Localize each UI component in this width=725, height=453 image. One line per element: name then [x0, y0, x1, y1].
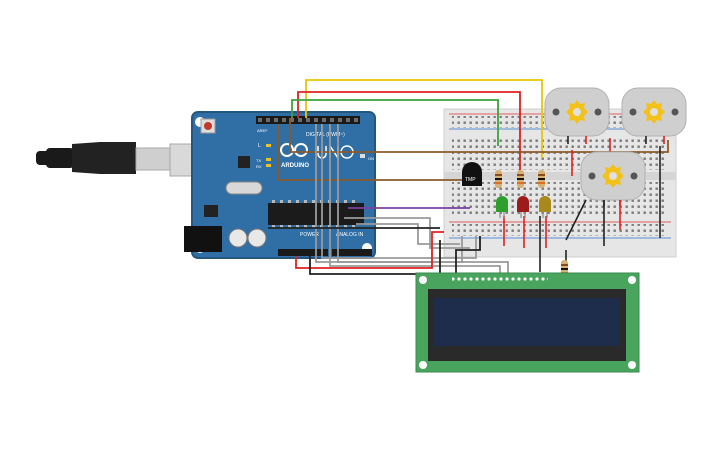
- wire-gray-2: [321, 124, 477, 259]
- wire-red-bottom: [295, 231, 444, 269]
- tx-label: TX: [256, 158, 261, 163]
- analog-label: ANALOG IN: [336, 232, 364, 238]
- wire-green: [291, 99, 499, 146]
- aref-label: AREF: [257, 128, 268, 133]
- dc-motor: [621, 87, 687, 144]
- wire-red-top: [297, 91, 521, 172]
- green-led: [496, 196, 508, 218]
- wire-black-lcd: [455, 236, 481, 274]
- dc-motor: [544, 87, 610, 144]
- power-label: POWER: [300, 232, 319, 238]
- wire-gray-5: [344, 217, 470, 249]
- lcd-pins: [452, 275, 548, 281]
- wire-yellow: [305, 79, 543, 158]
- wire-gray-4: [337, 124, 509, 274]
- resistor: [538, 170, 545, 188]
- wire-gray-6: [356, 223, 460, 245]
- red-led: [517, 196, 529, 218]
- wires: [268, 79, 669, 275]
- arduino-logo-text: ARDUINO: [281, 163, 309, 169]
- digital-label: DIGITAL (PWM~): [306, 132, 345, 138]
- temperature-sensor-label: TMP: [465, 177, 476, 183]
- wire-black-bottom: [309, 240, 441, 275]
- power-header: [278, 249, 328, 256]
- usb-cable: [36, 142, 219, 177]
- temperature-sensor: TMP: [462, 162, 482, 186]
- lcd-screen: [434, 298, 620, 346]
- l-label: L: [258, 143, 261, 149]
- rx-label: RX: [256, 164, 262, 169]
- wire-brown-1: [289, 118, 669, 153]
- dc-motor: [580, 151, 646, 206]
- resistor: [517, 170, 524, 188]
- wire-brown-2: [277, 124, 470, 181]
- arduino-uno-board: DIGITAL (PWM~) AREF L TX RX ARDUINO ON: [184, 111, 376, 259]
- leds: [496, 196, 551, 218]
- wire-gray-3: [329, 124, 501, 274]
- resistor: [495, 170, 502, 188]
- on-label: ON: [368, 156, 374, 161]
- led-resistors: [495, 170, 568, 280]
- yellow-led: [539, 196, 551, 218]
- lcd-display: [415, 272, 640, 373]
- power-jack: [184, 226, 222, 252]
- arduino-logo: ARDUINO: [280, 143, 309, 169]
- analog-header: [332, 249, 372, 256]
